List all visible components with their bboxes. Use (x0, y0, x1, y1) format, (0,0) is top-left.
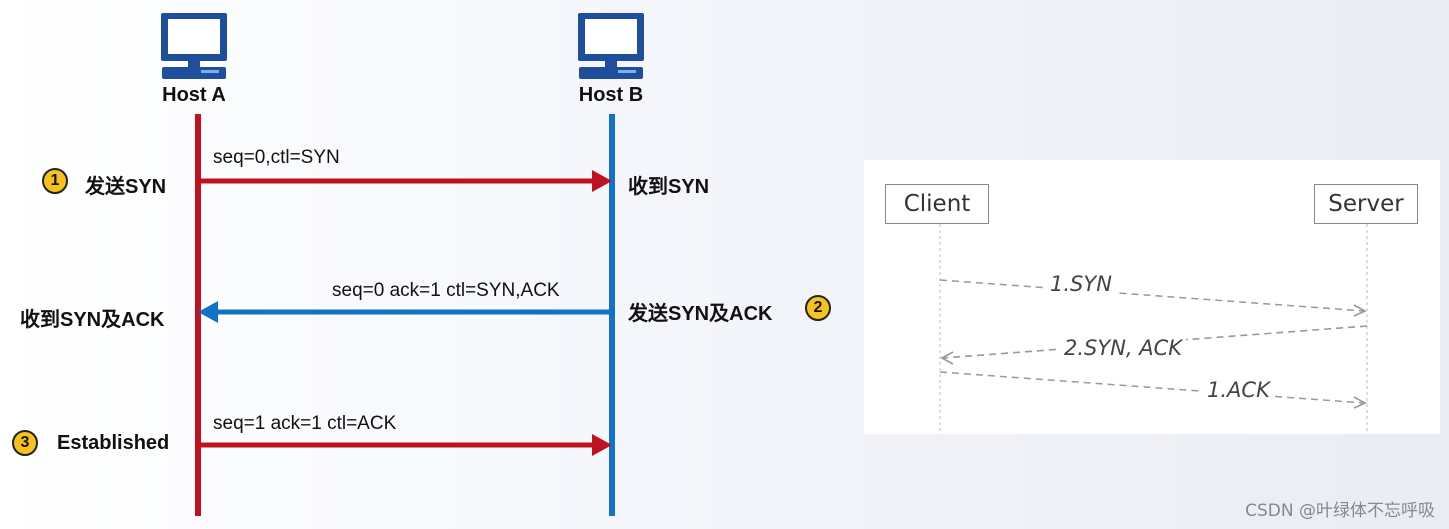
host-b-lifeline (609, 114, 615, 516)
host-a: Host A (134, 12, 254, 107)
sequence-lines (939, 224, 1368, 434)
step-1-badge: 1 (42, 168, 68, 194)
syn-arrowhead (1353, 304, 1367, 317)
step-2-left-label: 收到SYN及ACK (20, 309, 165, 331)
syn-ack-message-label: 2.SYN, ACK (1060, 336, 1187, 360)
server-label: Server (1328, 191, 1404, 217)
client-box: Client (885, 184, 989, 224)
client-label: Client (903, 191, 971, 217)
client-server-diagram: Client Server 1.SYN 2.SYN, ACK 1.ACK (864, 160, 1440, 434)
step-2-badge: 2 (805, 295, 831, 321)
host-a-label: Host A (162, 84, 226, 106)
step-2-right-label: 发送SYN及ACK (628, 303, 773, 325)
step-3-badge: 3 (12, 430, 38, 456)
syn-ack-arrowhead (940, 351, 954, 365)
syn-ack-arrow (942, 325, 1368, 359)
server-box: Server (1314, 184, 1418, 224)
host-b: Host B (551, 12, 671, 107)
arrowhead-step-3 (592, 434, 612, 456)
arrowhead-step-2 (198, 301, 218, 323)
computer-icon (161, 13, 227, 79)
host-b-label: Host B (578, 84, 644, 106)
step-3-left-label: Established (57, 432, 170, 454)
step-2-message: seq=0 ack=1 ctl=SYN,ACK (332, 280, 560, 301)
arrowhead-step-1 (592, 170, 612, 192)
watermark: CSDN @叶绿体不忘呼吸 (1245, 501, 1435, 521)
ack-arrow (939, 371, 1365, 404)
step-1-left-label: 发送SYN (85, 176, 167, 198)
ack-message-label: 1.ACK (1203, 378, 1274, 402)
step-1-right-label: 收到SYN (628, 176, 710, 198)
syn-arrow (939, 279, 1365, 312)
computer-icon (578, 13, 644, 79)
host-a-lifeline (195, 114, 201, 516)
step-3-message: seq=1 ack=1 ctl=ACK (213, 413, 397, 434)
step-1-message: seq=0,ctl=SYN (213, 147, 340, 168)
syn-message-label: 1.SYN (1046, 272, 1116, 296)
ack-arrowhead (1353, 396, 1367, 409)
